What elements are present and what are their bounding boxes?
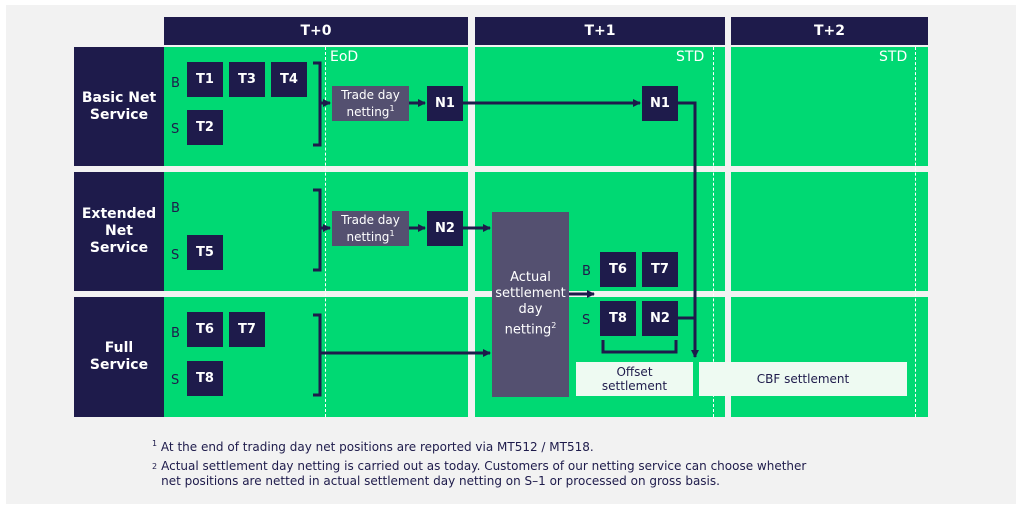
bracket-full: [313, 313, 322, 397]
std-cutoff-line-t2: [915, 47, 916, 417]
trade-day-netting-box: Trade day netting1: [332, 211, 409, 246]
trade-box: T2: [187, 110, 223, 145]
side-label-extended-buy: B: [171, 201, 180, 216]
arrow-n1-to-cbf: [678, 101, 699, 358]
eod-marker: EoD: [330, 49, 359, 65]
cell-full-t2: [731, 297, 928, 417]
side-label-full-sell: S: [171, 373, 180, 388]
row-label-basic: Basic Net Service: [74, 47, 164, 166]
trade-box: T5: [187, 235, 223, 270]
trade-box: T7: [642, 252, 678, 287]
eod-cutoff-line: [325, 47, 326, 417]
std-cutoff-line-t1: [713, 47, 714, 417]
cell-basic-t1: [475, 47, 725, 166]
trade-day-netting-label: Trade day netting: [341, 213, 400, 244]
footnote-ref-1: 1: [389, 104, 395, 113]
side-label-extended-sell: S: [171, 248, 180, 263]
trade-day-netting-box: Trade day netting1: [332, 86, 409, 121]
bracket-offset: [601, 340, 678, 354]
actual-settlement-day-netting-box: Actual settlement day netting2: [492, 212, 569, 397]
side-label-full-buy: B: [171, 326, 180, 341]
row-label-extended: Extended Net Service: [74, 172, 164, 291]
trade-box: T6: [600, 252, 636, 287]
footnote-1-number: 1: [152, 439, 158, 448]
trade-box: T1: [187, 62, 223, 97]
trade-box: T4: [271, 62, 307, 97]
side-label-t1-buy: B: [582, 264, 591, 279]
net-position-n2: N2: [427, 211, 463, 246]
trade-box: T6: [187, 312, 223, 347]
cell-extended-t2: [731, 172, 928, 291]
cbf-settlement-box: CBF settlement: [699, 362, 907, 396]
actual-settlement-netting-label: Actual settlement day netting: [495, 270, 566, 338]
side-label-basic-buy: B: [171, 76, 180, 91]
trade-box: T8: [600, 301, 636, 336]
col-header-t2: T+2: [731, 17, 928, 45]
footnote-2: 2 Actual settlement day netting is carri…: [152, 459, 952, 489]
row-label-full: Full Service: [74, 297, 164, 417]
footnote-1: 1 At the end of trading day net position…: [152, 436, 952, 455]
trade-day-netting-label: Trade day netting: [341, 88, 400, 119]
col-header-t0: T+0: [164, 17, 468, 45]
bracket-extended: [313, 188, 322, 272]
footnote-1-text: At the end of trading day net positions …: [160, 440, 594, 454]
offset-settlement-box: Offset settlement: [576, 362, 693, 396]
trade-box: T8: [187, 361, 223, 396]
std-marker-t2: STD: [879, 49, 908, 65]
side-label-t1-sell: S: [582, 313, 591, 328]
side-label-basic-sell: S: [171, 122, 180, 137]
footnote-2-number: 2: [152, 462, 158, 471]
footnote-ref-1: 1: [389, 229, 395, 238]
col-header-t1: T+1: [475, 17, 725, 45]
trade-box: T7: [229, 312, 265, 347]
trade-box: T3: [229, 62, 265, 97]
footnote-ref-2: 2: [551, 321, 557, 331]
trade-box: N2: [642, 301, 678, 336]
std-marker-t1: STD: [676, 49, 705, 65]
cell-basic-t2: [731, 47, 928, 166]
bracket-basic: [313, 61, 322, 147]
footnote-2-text: Actual settlement day netting is carried…: [161, 459, 807, 488]
net-position-n1: N1: [427, 86, 463, 121]
net-position-n1: N1: [642, 86, 678, 121]
